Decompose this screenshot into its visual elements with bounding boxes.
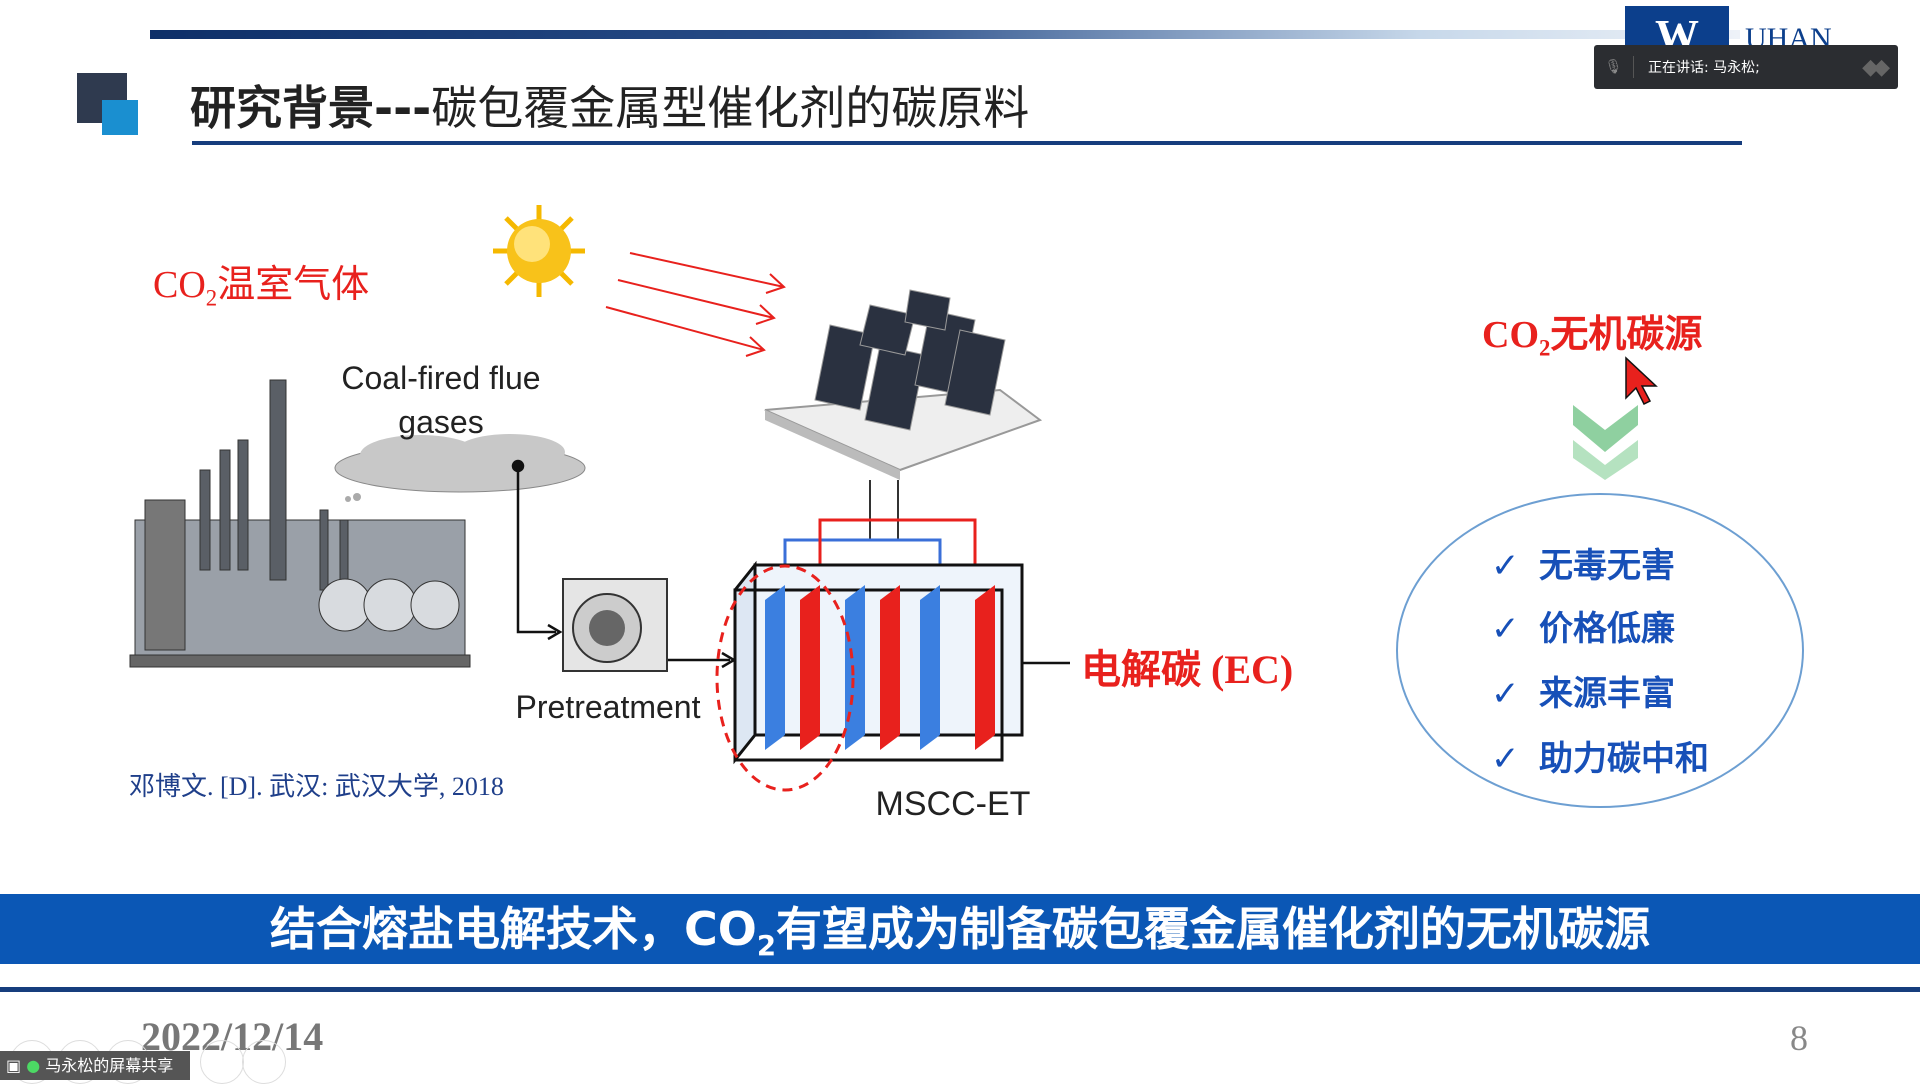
flue-gas-cloud-icon (334, 434, 586, 502)
electrolytic-carbon-label: 电解碳 (EC) (1081, 647, 1294, 692)
flue-gas-label-line2: gases (398, 404, 483, 440)
sunlight-arrows-icon (605, 252, 786, 357)
check-icon: ✓ (1491, 609, 1520, 649)
speaking-text: 正在讲话: 马永松; (1648, 60, 1760, 76)
co2-greenhouse-label: CO2温室气体 (153, 264, 370, 311)
page-number: 8 (1790, 1018, 1808, 1058)
citation: 邓博文. [D]. 武汉: 武汉大学, 2018 (129, 772, 504, 801)
flue-gas-label-line1: Coal-fired flue (341, 360, 540, 396)
cell-label: MSCC-ET (876, 785, 1031, 823)
check-icon: ✓ (1491, 739, 1520, 779)
screen-share-indicator[interactable]: ▣ ● 马永松的屏幕共享 (0, 1051, 190, 1080)
flow-arrows (511, 459, 1070, 669)
advantage-item: ✓无毒无害 (1491, 546, 1675, 586)
zoom-button[interactable] (200, 1040, 244, 1084)
factory-icon (129, 379, 471, 668)
title-decor-square-accent (102, 100, 138, 135)
chevron-down-icon (1573, 405, 1638, 480)
check-icon: ✓ (1491, 674, 1520, 714)
speaking-indicator: 🎙 正在讲话: 马永松; ◆◆ (1594, 45, 1898, 89)
advantage-item: ✓价格低廉 (1491, 609, 1675, 649)
title-underline (192, 141, 1742, 145)
screen-share-icon: ▣ (6, 1056, 22, 1075)
more-options-button[interactable] (242, 1040, 286, 1084)
sun-icon (493, 205, 585, 297)
mic-active-icon: ● (26, 1056, 41, 1075)
conclusion-banner: 结合熔盐电解技术，CO2有望成为制备碳包覆金属催化剂的无机碳源 (0, 894, 1920, 964)
co2-carbon-source-label: CO2无机碳源 (1482, 314, 1703, 361)
pretreatment-label: Pretreatment (516, 689, 701, 725)
advantage-item: ✓来源丰富 (1491, 674, 1675, 714)
mouse-cursor-icon (1625, 356, 1658, 406)
footer-divider (0, 987, 1920, 992)
advantages-ellipse (1396, 493, 1804, 808)
university-logo: W (1625, 6, 1729, 50)
solar-panel-icon (764, 289, 1043, 540)
check-icon: ✓ (1491, 546, 1520, 586)
pretreatment-unit-icon (562, 578, 668, 672)
header-gradient-bar (150, 30, 1740, 39)
advantage-item: ✓助力碳中和 (1491, 739, 1709, 779)
page-title: 研究背景---碳包覆金属型催化剂的碳原料 (190, 81, 1030, 135)
electrolysis-cell-icon (715, 518, 1024, 792)
mic-muted-icon: 🎙 (1594, 56, 1634, 78)
